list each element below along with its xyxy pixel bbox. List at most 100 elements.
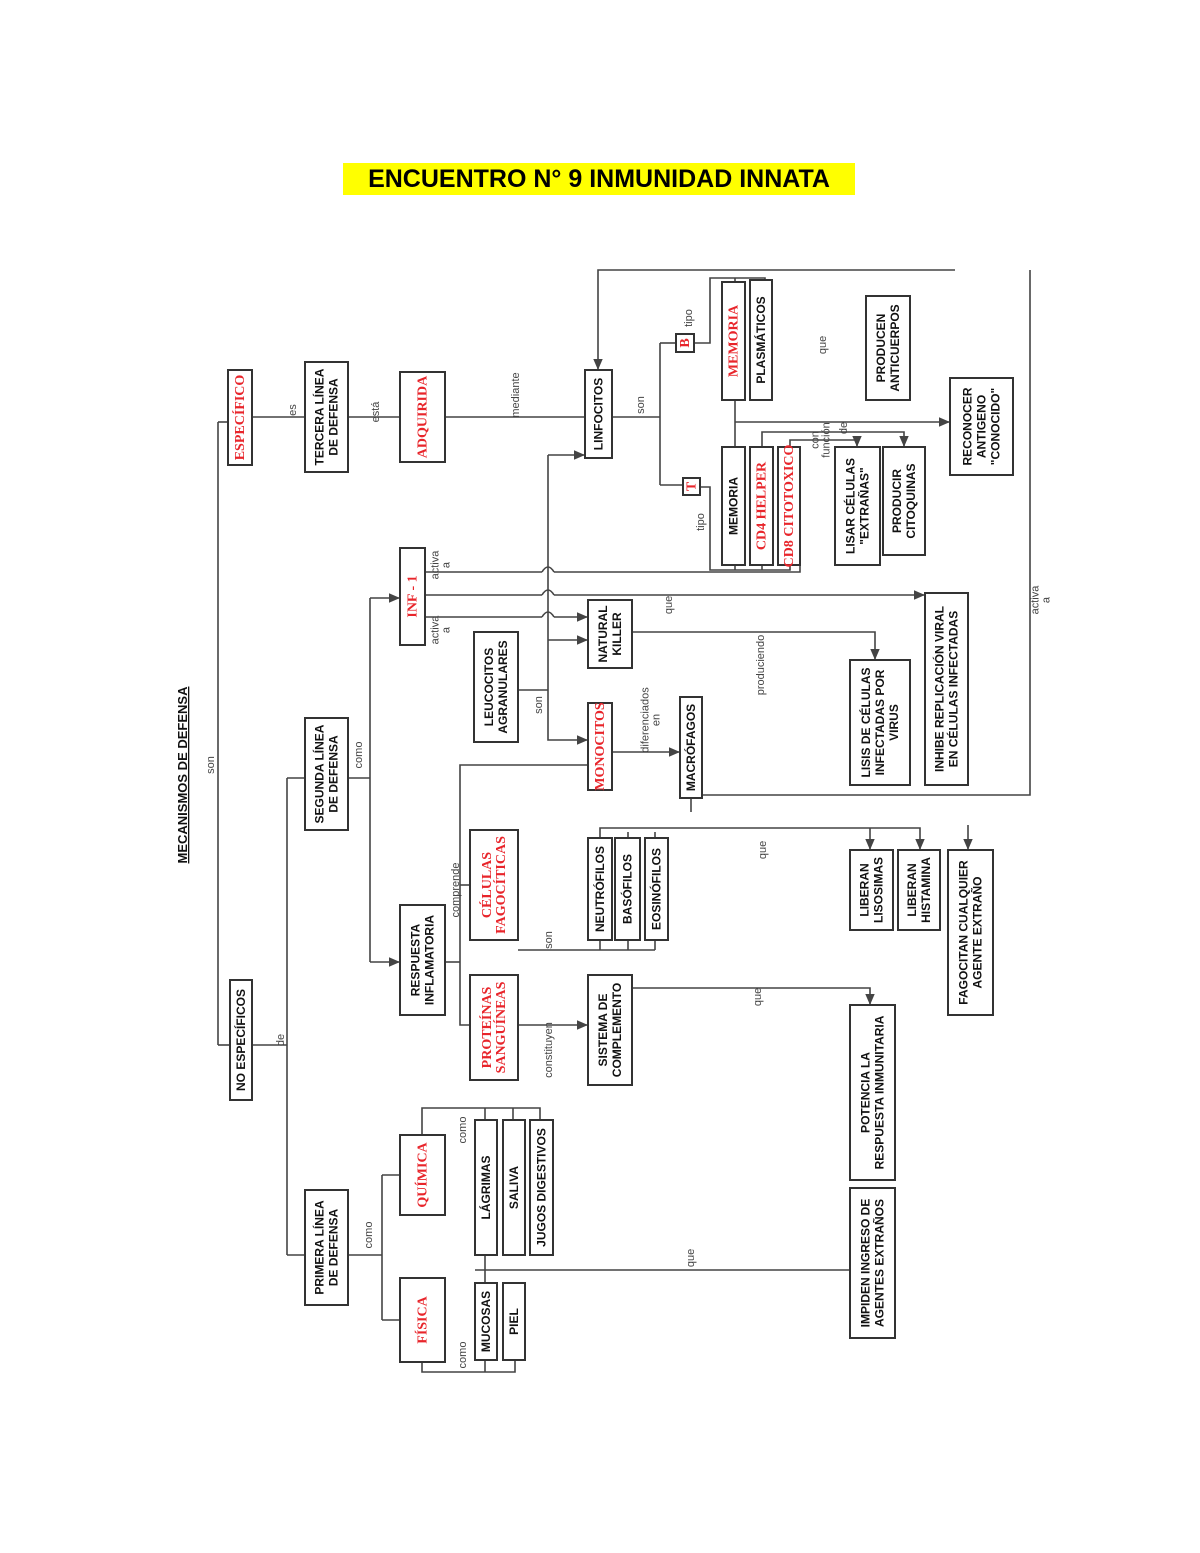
link-label: mediante bbox=[510, 372, 522, 417]
link-label: son bbox=[543, 931, 555, 949]
node-box-basofilos bbox=[614, 837, 641, 941]
link-label-line: en bbox=[651, 714, 663, 726]
node-label-fisica-line: FÍSICA bbox=[414, 1295, 431, 1343]
node-label-celulas-fag-line: CÉLULAS bbox=[478, 852, 495, 918]
node-label-sistema-line: COMPLEMENTO bbox=[610, 983, 624, 1077]
link-label: que bbox=[752, 988, 764, 1006]
node-label-mucosas: MUCOSAS bbox=[479, 1291, 493, 1352]
node-box-lisis bbox=[849, 659, 911, 786]
node-box-primera bbox=[304, 1189, 349, 1306]
node-label-inf1-line: INF - 1 bbox=[406, 575, 421, 617]
node-label-cd4-line: CD4 HELPER bbox=[755, 461, 770, 550]
node-label-producen-line: PRODUCEN bbox=[874, 314, 888, 383]
connector-line bbox=[632, 987, 875, 1005]
line-hop bbox=[541, 611, 555, 618]
connector-line bbox=[459, 764, 588, 1026]
node-label-adquirida-line: ADQUIRIDA bbox=[416, 375, 431, 458]
line-hop bbox=[541, 566, 555, 573]
node-label-lisis-line: INFECTADAS POR bbox=[873, 669, 887, 775]
root-concept-line: MECANISMOS DE DEFENSA bbox=[175, 686, 190, 864]
node-label-liberan-his-line: HISTAMINA bbox=[919, 857, 933, 923]
link-label-line: tipo bbox=[683, 309, 695, 327]
node-label-liberan-his-line: LIBERAN bbox=[905, 863, 919, 916]
node-label-respuesta-line: RESPUESTA bbox=[409, 923, 423, 996]
link-label-line: activa bbox=[430, 615, 442, 645]
node-box-monocitos bbox=[587, 702, 613, 791]
node-label-lisar: LISAR CÉLULAS"EXTRAÑAS" bbox=[843, 458, 872, 554]
link-label-line: son bbox=[205, 756, 217, 774]
node-label-cd8-line: CD8 CITOTOXICO bbox=[782, 445, 797, 568]
node-label-monocitos-line: MONOCITOS bbox=[593, 702, 608, 791]
node-label-macrofagos: MACRÓFAGOS bbox=[683, 704, 698, 791]
node-box-inhibe bbox=[924, 592, 969, 786]
node-label-adquirida: ADQUIRIDA bbox=[416, 375, 431, 458]
node-box-reconocer bbox=[949, 377, 1014, 476]
link-label-line: que bbox=[757, 841, 769, 859]
link-label-line: como bbox=[353, 742, 365, 769]
node-label-fagocitan: FAGOCITAN CUALQUIERAGENTE EXTRAÑO bbox=[957, 860, 985, 1005]
node-box-producen bbox=[865, 295, 911, 401]
link-label: tipo bbox=[683, 309, 695, 327]
node-label-producen: PRODUCENANTICUERPOS bbox=[874, 304, 902, 391]
connector-line bbox=[593, 269, 955, 370]
node-label-impiden-line: IMPIDEN INGRESO DE bbox=[859, 1199, 873, 1328]
node-label-celulas-fag-line: FAGOCÍTICAS bbox=[492, 836, 509, 934]
node-label-reconocer-line: "CONOCIDO" bbox=[989, 388, 1003, 465]
node-label-reconocer-line: RECONOCER bbox=[961, 387, 975, 465]
node-label-liberan-lis: LIBERANLISOSIMAS bbox=[858, 857, 886, 923]
connector-line bbox=[694, 277, 766, 344]
node-label-potencia: POTENCIA LARESPUESTA INMUNITARIA bbox=[859, 1015, 887, 1169]
node-label-macrofagos-line: MACRÓFAGOS bbox=[683, 704, 698, 791]
node-label-piel: PIEL bbox=[507, 1308, 521, 1335]
node-label-proteinas-line: PROTEÍNAS bbox=[478, 986, 495, 1068]
link-label-line: son bbox=[543, 931, 555, 949]
link-label: confunción bbox=[810, 422, 833, 457]
node-label-producir-line: PRODUCIR bbox=[890, 469, 904, 533]
node-label-liberan-his: LIBERANHISTAMINA bbox=[905, 857, 933, 923]
node-box-jugos bbox=[529, 1119, 554, 1256]
node-label-quimica: QUÍMICA bbox=[414, 1141, 431, 1207]
connector-line bbox=[421, 1360, 516, 1373]
node-label-primera-line: PRIMERA LÍNEA bbox=[312, 1200, 327, 1295]
link-label-line: como bbox=[363, 1222, 375, 1249]
node-label-segunda: SEGUNDA LÍNEADE DEFENSA bbox=[312, 724, 341, 823]
node-box-proteinas bbox=[469, 974, 519, 1081]
link-label: que bbox=[817, 336, 829, 354]
node-box-tercera bbox=[304, 361, 349, 473]
page-title: ENCUENTRO N° 9 INMUNIDAD INNATA bbox=[343, 163, 855, 195]
connector-line bbox=[761, 431, 909, 447]
node-label-no-especificos: NO ESPECÍFICOS bbox=[233, 989, 248, 1091]
node-label-no-especificos-line: NO ESPECÍFICOS bbox=[233, 989, 248, 1091]
node-label-leucocitos: LEUCOCITOSAGRANULARES bbox=[482, 640, 510, 733]
node-label-respuesta-line: INFLAMATORIA bbox=[423, 915, 437, 1006]
link-label: son bbox=[205, 756, 217, 774]
link-label: activaa bbox=[430, 615, 453, 645]
node-label-primera: PRIMERA LÍNEADE DEFENSA bbox=[312, 1200, 341, 1295]
node-box-b bbox=[675, 333, 695, 353]
link-label: activaa bbox=[430, 550, 453, 580]
node-label-segunda-line: SEGUNDA LÍNEA bbox=[312, 724, 327, 823]
node-label-especifico: ESPECÍFICO bbox=[231, 375, 248, 461]
node-label-cd8: CD8 CITOTOXICO bbox=[782, 445, 797, 568]
node-label-eosinofilos: EOSINÓFILOS bbox=[649, 848, 664, 930]
root-concept: MECANISMOS DE DEFENSA bbox=[175, 686, 190, 864]
link-label: comprende bbox=[450, 862, 462, 917]
node-label-primera-line: DE DEFENSA bbox=[327, 1208, 341, 1286]
link-label: como bbox=[353, 742, 365, 769]
link-label-line: como bbox=[457, 1117, 469, 1144]
link-label: que bbox=[685, 1249, 697, 1267]
link-label-line: comprende bbox=[450, 862, 462, 917]
link-label-line: son bbox=[533, 696, 545, 714]
node-label-saliva: SALIVA bbox=[507, 1166, 521, 1209]
node-label-memoria-t: MEMORIA bbox=[727, 477, 741, 535]
node-label-leucocitos-line: LEUCOCITOS bbox=[482, 648, 496, 726]
node-label-potencia-line: POTENCIA LA bbox=[859, 1052, 873, 1133]
link-label: tipo bbox=[695, 513, 707, 531]
link-label: constituyen bbox=[543, 1022, 555, 1078]
node-label-producir: PRODUCIRCITOQUINAS bbox=[890, 463, 918, 538]
node-label-neutrofilos-line: NEUTRÓFILOS bbox=[592, 846, 607, 932]
node-box-lagrimas bbox=[474, 1119, 498, 1256]
node-box-especifico bbox=[227, 369, 253, 466]
node-label-sistema: SISTEMA DECOMPLEMENTO bbox=[596, 983, 624, 1077]
node-box-macrofagos bbox=[679, 696, 703, 799]
